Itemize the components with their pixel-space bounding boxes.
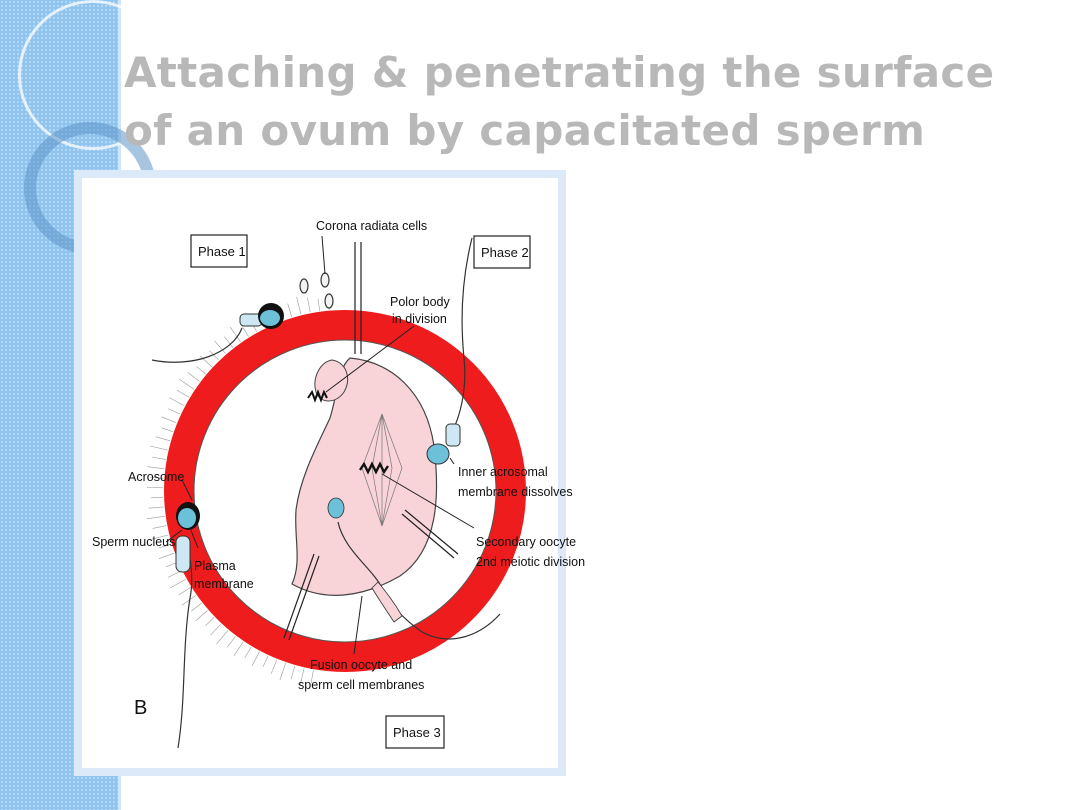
label-corona-radiata: Corona radiata cells — [316, 219, 427, 233]
sperm-phase-2 — [426, 237, 473, 465]
leader-lines — [165, 235, 475, 655]
oocyte — [291, 357, 438, 596]
zona-penetration-lines — [283, 242, 459, 641]
label-inner-acrosomal-1: Inner acrosomal — [458, 465, 548, 479]
slide-title: Attaching & penetrating the surface of a… — [124, 48, 995, 155]
sperm-phase-3 — [327, 497, 501, 640]
label-sperm-nucleus: Sperm nucleus — [92, 535, 175, 549]
label-fusion-2: sperm cell membranes — [298, 678, 424, 692]
sperm-phase-1 — [151, 303, 284, 363]
meiotic-spindle — [361, 413, 403, 527]
label-polar-body-2: in division — [392, 312, 447, 326]
label-polar-body-1: Polor body — [390, 295, 451, 309]
acrosome-sperm-detail — [175, 502, 200, 749]
label-plasma-1: Plasma — [194, 559, 236, 573]
label-plasma-2: membrane — [194, 577, 254, 591]
panel-letter: B — [134, 697, 147, 719]
fertilization-diagram: Phase 1 Phase 2 Phase 3 Corona radiata c… — [92, 219, 585, 749]
phase-2-label: Phase 2 — [481, 245, 529, 260]
polar-body-chromosomes — [307, 389, 328, 403]
figure-frame: Phase 1 Phase 2 Phase 3 Corona radiata c… — [74, 170, 585, 776]
phase-1-label: Phase 1 — [198, 244, 246, 259]
polar-body — [314, 359, 348, 402]
phase-2-box — [473, 235, 531, 269]
label-secondary-oocyte-1: Secondary oocyte — [476, 535, 576, 549]
figure-panel: Phase 1 Phase 2 Phase 3 Corona radiata c… — [82, 178, 585, 768]
phase-1-box — [190, 234, 248, 268]
label-acrosome: Acrosome — [128, 470, 184, 484]
phase-3-box — [385, 715, 445, 749]
label-inner-acrosomal-2: membrane dissolves — [458, 485, 573, 499]
zona-pellucida — [164, 310, 526, 672]
metaphase-chromosomes — [359, 461, 389, 475]
label-fusion-1: Fusion oocyte and — [310, 658, 412, 672]
phase-3-label: Phase 3 — [393, 725, 441, 740]
label-secondary-oocyte-2: 2nd meiotic division — [476, 555, 585, 569]
